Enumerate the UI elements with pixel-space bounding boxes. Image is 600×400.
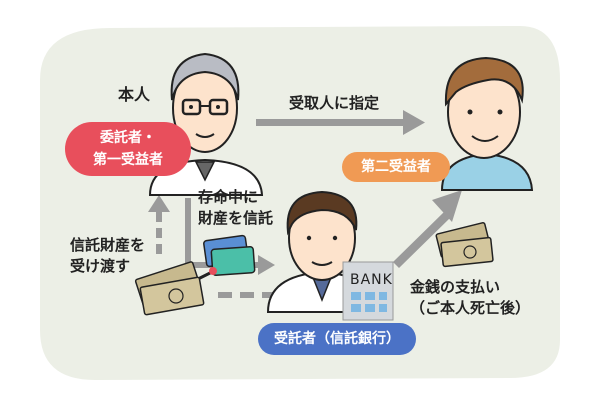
- self-label: 本人: [118, 85, 151, 104]
- payment-line2: （ご本人死亡後）: [410, 299, 531, 317]
- during-life-line1: 存命中に: [198, 188, 259, 206]
- arrow-icon: [148, 110, 462, 298]
- payment-line1: 金銭の支払い: [410, 278, 501, 296]
- settlor-man-icon: [148, 52, 264, 196]
- settlor-label-line1: 委託者・: [100, 130, 156, 146]
- during-life-label: 存命中に 財産を信託: [198, 187, 273, 229]
- card-icon: [195, 234, 256, 282]
- settlor-label: 委託者・ 第一受益者: [65, 122, 191, 176]
- bank-building-icon: [342, 261, 394, 321]
- trustee-label: 受託者（信託銀行）: [258, 323, 416, 355]
- settlor-label-line2: 第一受益者: [93, 152, 163, 168]
- designate-label: 受取人に指定: [289, 94, 380, 112]
- beneficiary-man-icon: [440, 56, 534, 191]
- transfer-line1: 信託財産を: [70, 236, 146, 254]
- money-icon: [435, 221, 494, 268]
- transfer-line2: 受け渡す: [70, 257, 131, 275]
- beneficiary2-label: 第二受益者: [342, 152, 450, 182]
- money-icon: [134, 261, 205, 316]
- transfer-label: 信託財産を 受け渡す: [70, 235, 145, 277]
- during-life-line2: 財産を信託: [198, 209, 274, 227]
- bank-label: BANK: [350, 272, 393, 288]
- payment-label: 金銭の支払い （ご本人死亡後）: [410, 277, 530, 319]
